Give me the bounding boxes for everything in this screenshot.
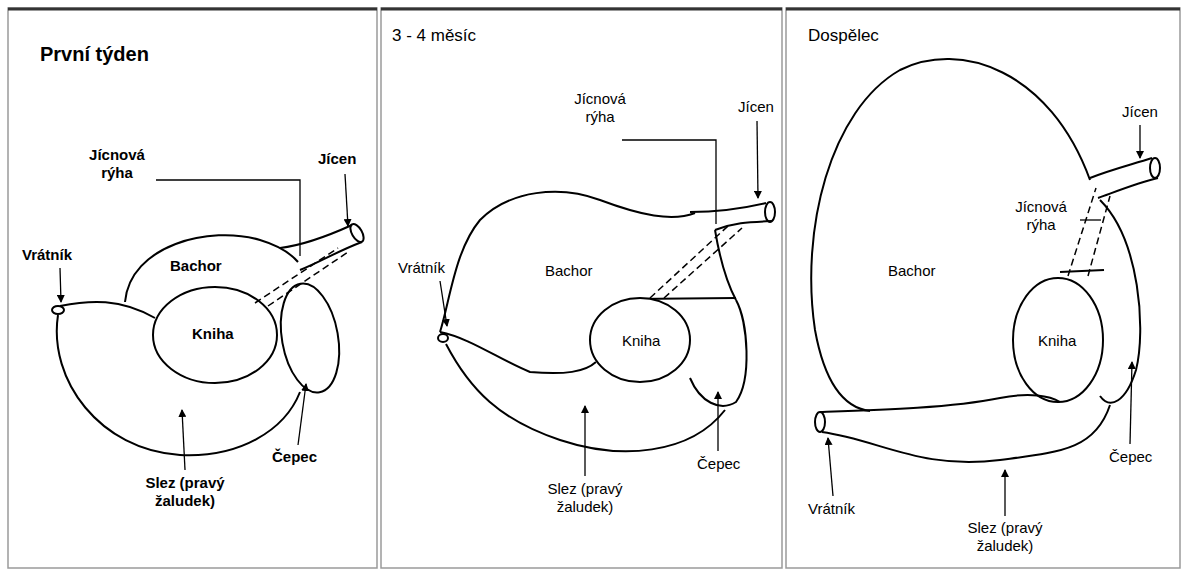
panel-title: První týden: [40, 42, 149, 66]
stomach-month3: [438, 192, 775, 451]
part-label: Bachor: [545, 262, 593, 280]
stomach-adult: [811, 59, 1160, 462]
panel-top-bar: [8, 8, 1180, 11]
part-label: Kniha: [192, 325, 234, 343]
leader-line: [828, 125, 1140, 516]
part-label: Bachor: [888, 262, 936, 280]
part-label: Bachor: [170, 257, 222, 275]
part-label: Jícnová rýha: [1005, 198, 1077, 234]
leader-line: [440, 121, 758, 476]
part-label: Kniha: [1038, 332, 1076, 350]
part-label: Čepec: [1109, 448, 1152, 466]
stomach-week1: [52, 222, 366, 455]
part-label: Vrátník: [22, 246, 72, 264]
part-label: Čepec: [697, 455, 740, 473]
part-label: Jícen: [318, 150, 356, 168]
panel-frame: [8, 8, 1180, 568]
part-label: Slez (pravý žaludek): [120, 474, 250, 510]
panel-title: Dospělec: [808, 26, 879, 46]
part-label: Jícnová rýha: [565, 90, 635, 126]
part-label: Vrátník: [398, 259, 445, 277]
part-label: Slez (pravý žaludek): [940, 519, 1070, 555]
part-label: Slez (pravý žaludek): [520, 480, 650, 516]
panel-title: 3 - 4 měsíc: [392, 26, 476, 46]
part-label: Jícnová rýha: [82, 146, 152, 182]
part-label: Vrátník: [808, 500, 855, 518]
part-label: Čepec: [272, 448, 317, 466]
leader-line: [60, 174, 348, 470]
part-label: Kniha: [622, 332, 660, 350]
part-label: Jícen: [738, 98, 774, 116]
part-label: Jícen: [1122, 103, 1158, 121]
